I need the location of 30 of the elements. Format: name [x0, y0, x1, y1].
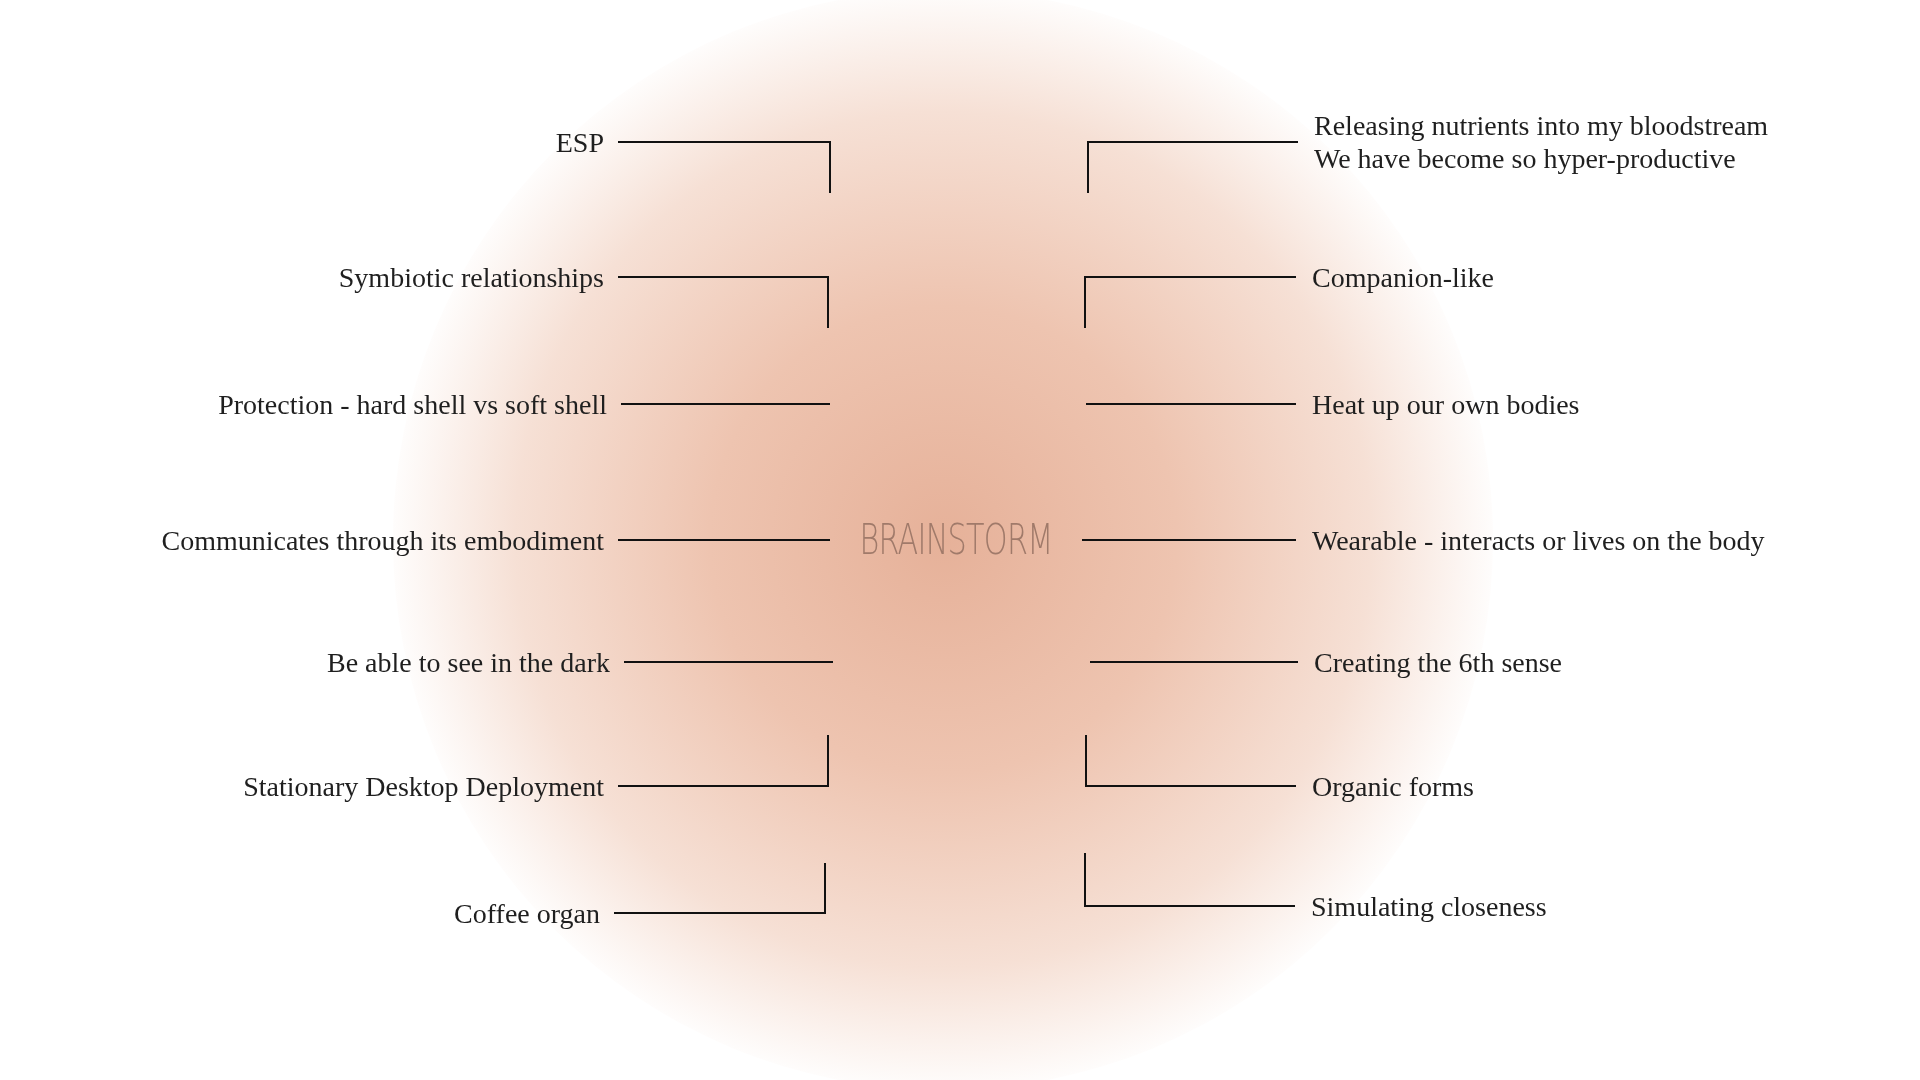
connector-line: [1089, 661, 1299, 663]
topic-text: Creating the 6th sense: [1314, 645, 1563, 679]
connector-line: [1081, 539, 1297, 541]
connector-line: [1087, 141, 1299, 194]
connector-line: [617, 276, 829, 329]
topic-text: Protection - hard shell vs soft shell: [218, 387, 607, 421]
topic-text: Simulating closeness: [1311, 889, 1547, 923]
connector-line: [617, 141, 831, 194]
connector-line: [620, 403, 831, 405]
connector-line: [1084, 276, 1297, 329]
central-title: BRAINSTORM: [859, 519, 1053, 561]
connector-line: [1085, 734, 1297, 787]
topic-text: Wearable - interacts or lives on the body: [1312, 523, 1765, 557]
topic-text: Symbiotic relationships: [338, 260, 604, 294]
connector-line: [1085, 403, 1297, 405]
topic-text: We have become so hyper-productive: [1314, 142, 1736, 175]
topic-text: ESP: [555, 125, 604, 159]
topic-text: Communicates through its embodiment: [161, 523, 604, 557]
topic-text: Organic forms: [1312, 769, 1474, 803]
topic-text: Coffee organ: [454, 896, 600, 930]
connector-line: [617, 734, 829, 787]
connector-line: [613, 862, 826, 914]
topic-text: Heat up our own bodies: [1312, 387, 1580, 421]
topic-text: Stationary Desktop Deployment: [243, 769, 604, 803]
connector-line: [617, 539, 831, 541]
connector-line: [623, 661, 834, 663]
topic-text: Releasing nutrients into my bloodstream: [1314, 109, 1769, 142]
topic-text: Be able to see in the dark: [327, 645, 610, 679]
connector-line: [1084, 852, 1296, 907]
topic-text: Companion-like: [1312, 260, 1494, 294]
